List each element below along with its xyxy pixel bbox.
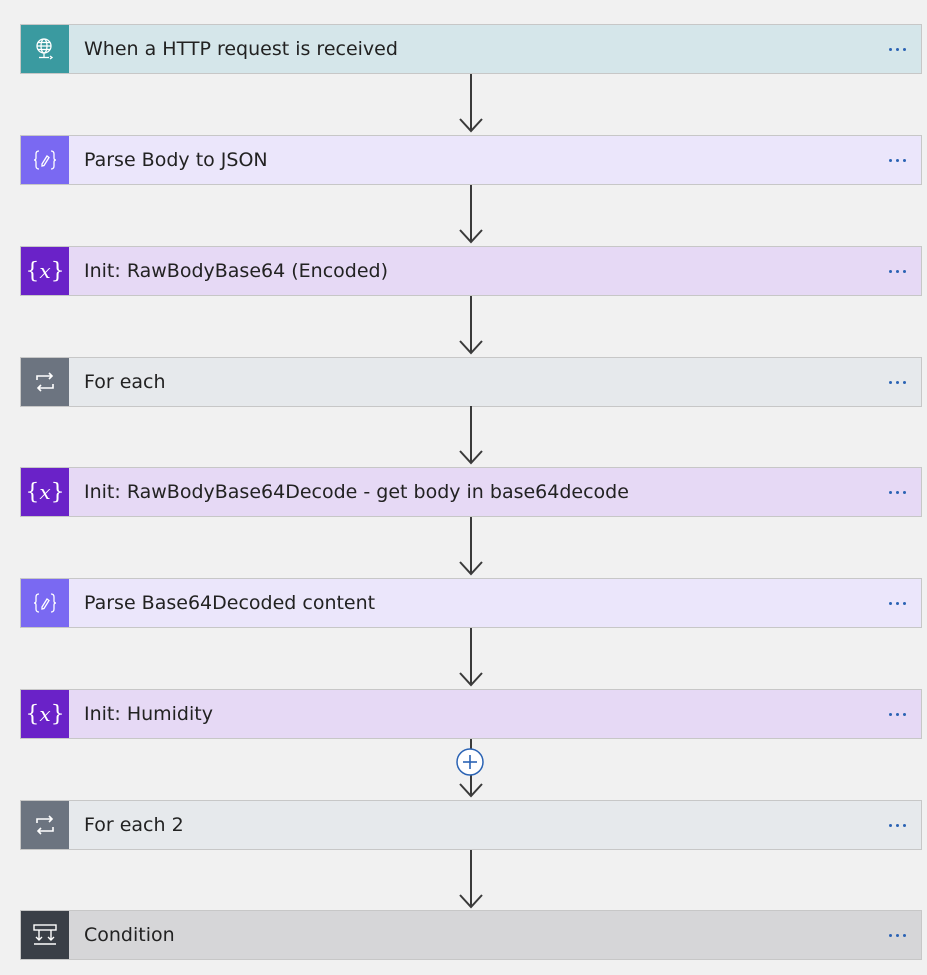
more-options-icon[interactable] — [883, 258, 911, 284]
more-options-icon[interactable] — [883, 812, 911, 838]
more-options-icon[interactable] — [883, 701, 911, 727]
step-title: Init: RawBodyBase64Decode - get body in … — [84, 481, 629, 503]
more-options-icon[interactable] — [883, 36, 911, 62]
step-init-variable-3[interactable]: {x} Init: Humidity — [20, 689, 922, 739]
step-init-variable-2[interactable]: {x} Init: RawBodyBase64Decode - get body… — [20, 467, 922, 517]
connector-arrow — [459, 185, 483, 245]
step-for-each-2[interactable]: For each 2 — [20, 800, 922, 850]
step-title: When a HTTP request is received — [84, 38, 398, 60]
parse-json-icon — [21, 136, 69, 184]
parse-json-icon — [21, 579, 69, 627]
connector-arrow — [459, 628, 483, 688]
step-http-trigger[interactable]: When a HTTP request is received — [20, 24, 922, 74]
step-condition[interactable]: Condition — [20, 910, 922, 960]
step-title: Parse Body to JSON — [84, 149, 268, 171]
add-step-button[interactable] — [456, 748, 484, 776]
step-parse-json-1[interactable]: Parse Body to JSON — [20, 135, 922, 185]
step-parse-json-2[interactable]: Parse Base64Decoded content — [20, 578, 922, 628]
step-title: For each 2 — [84, 814, 184, 836]
step-for-each-1[interactable]: For each — [20, 357, 922, 407]
step-init-variable-1[interactable]: {x} Init: RawBodyBase64 (Encoded) — [20, 246, 922, 296]
connector-arrow — [459, 296, 483, 356]
loop-icon — [21, 801, 69, 849]
more-options-icon[interactable] — [883, 147, 911, 173]
step-title: Parse Base64Decoded content — [84, 592, 376, 614]
step-title: Init: Humidity — [84, 703, 213, 725]
more-options-icon[interactable] — [883, 922, 911, 948]
variable-icon: {x} — [21, 468, 69, 516]
connector-arrow — [459, 406, 483, 466]
more-options-icon[interactable] — [883, 369, 911, 395]
more-options-icon[interactable] — [883, 479, 911, 505]
connector-arrow — [459, 517, 483, 577]
loop-icon — [21, 358, 69, 406]
step-title: Condition — [84, 924, 175, 946]
more-options-icon[interactable] — [883, 590, 911, 616]
variable-icon: {x} — [21, 247, 69, 295]
connector-arrow — [459, 74, 483, 134]
step-title: For each — [84, 371, 166, 393]
connector-arrow — [459, 850, 483, 910]
plus-circle-icon — [456, 748, 484, 776]
variable-icon: {x} — [21, 690, 69, 738]
condition-icon — [21, 911, 69, 959]
step-title: Init: RawBodyBase64 (Encoded) — [84, 260, 388, 282]
http-globe-icon — [21, 25, 69, 73]
